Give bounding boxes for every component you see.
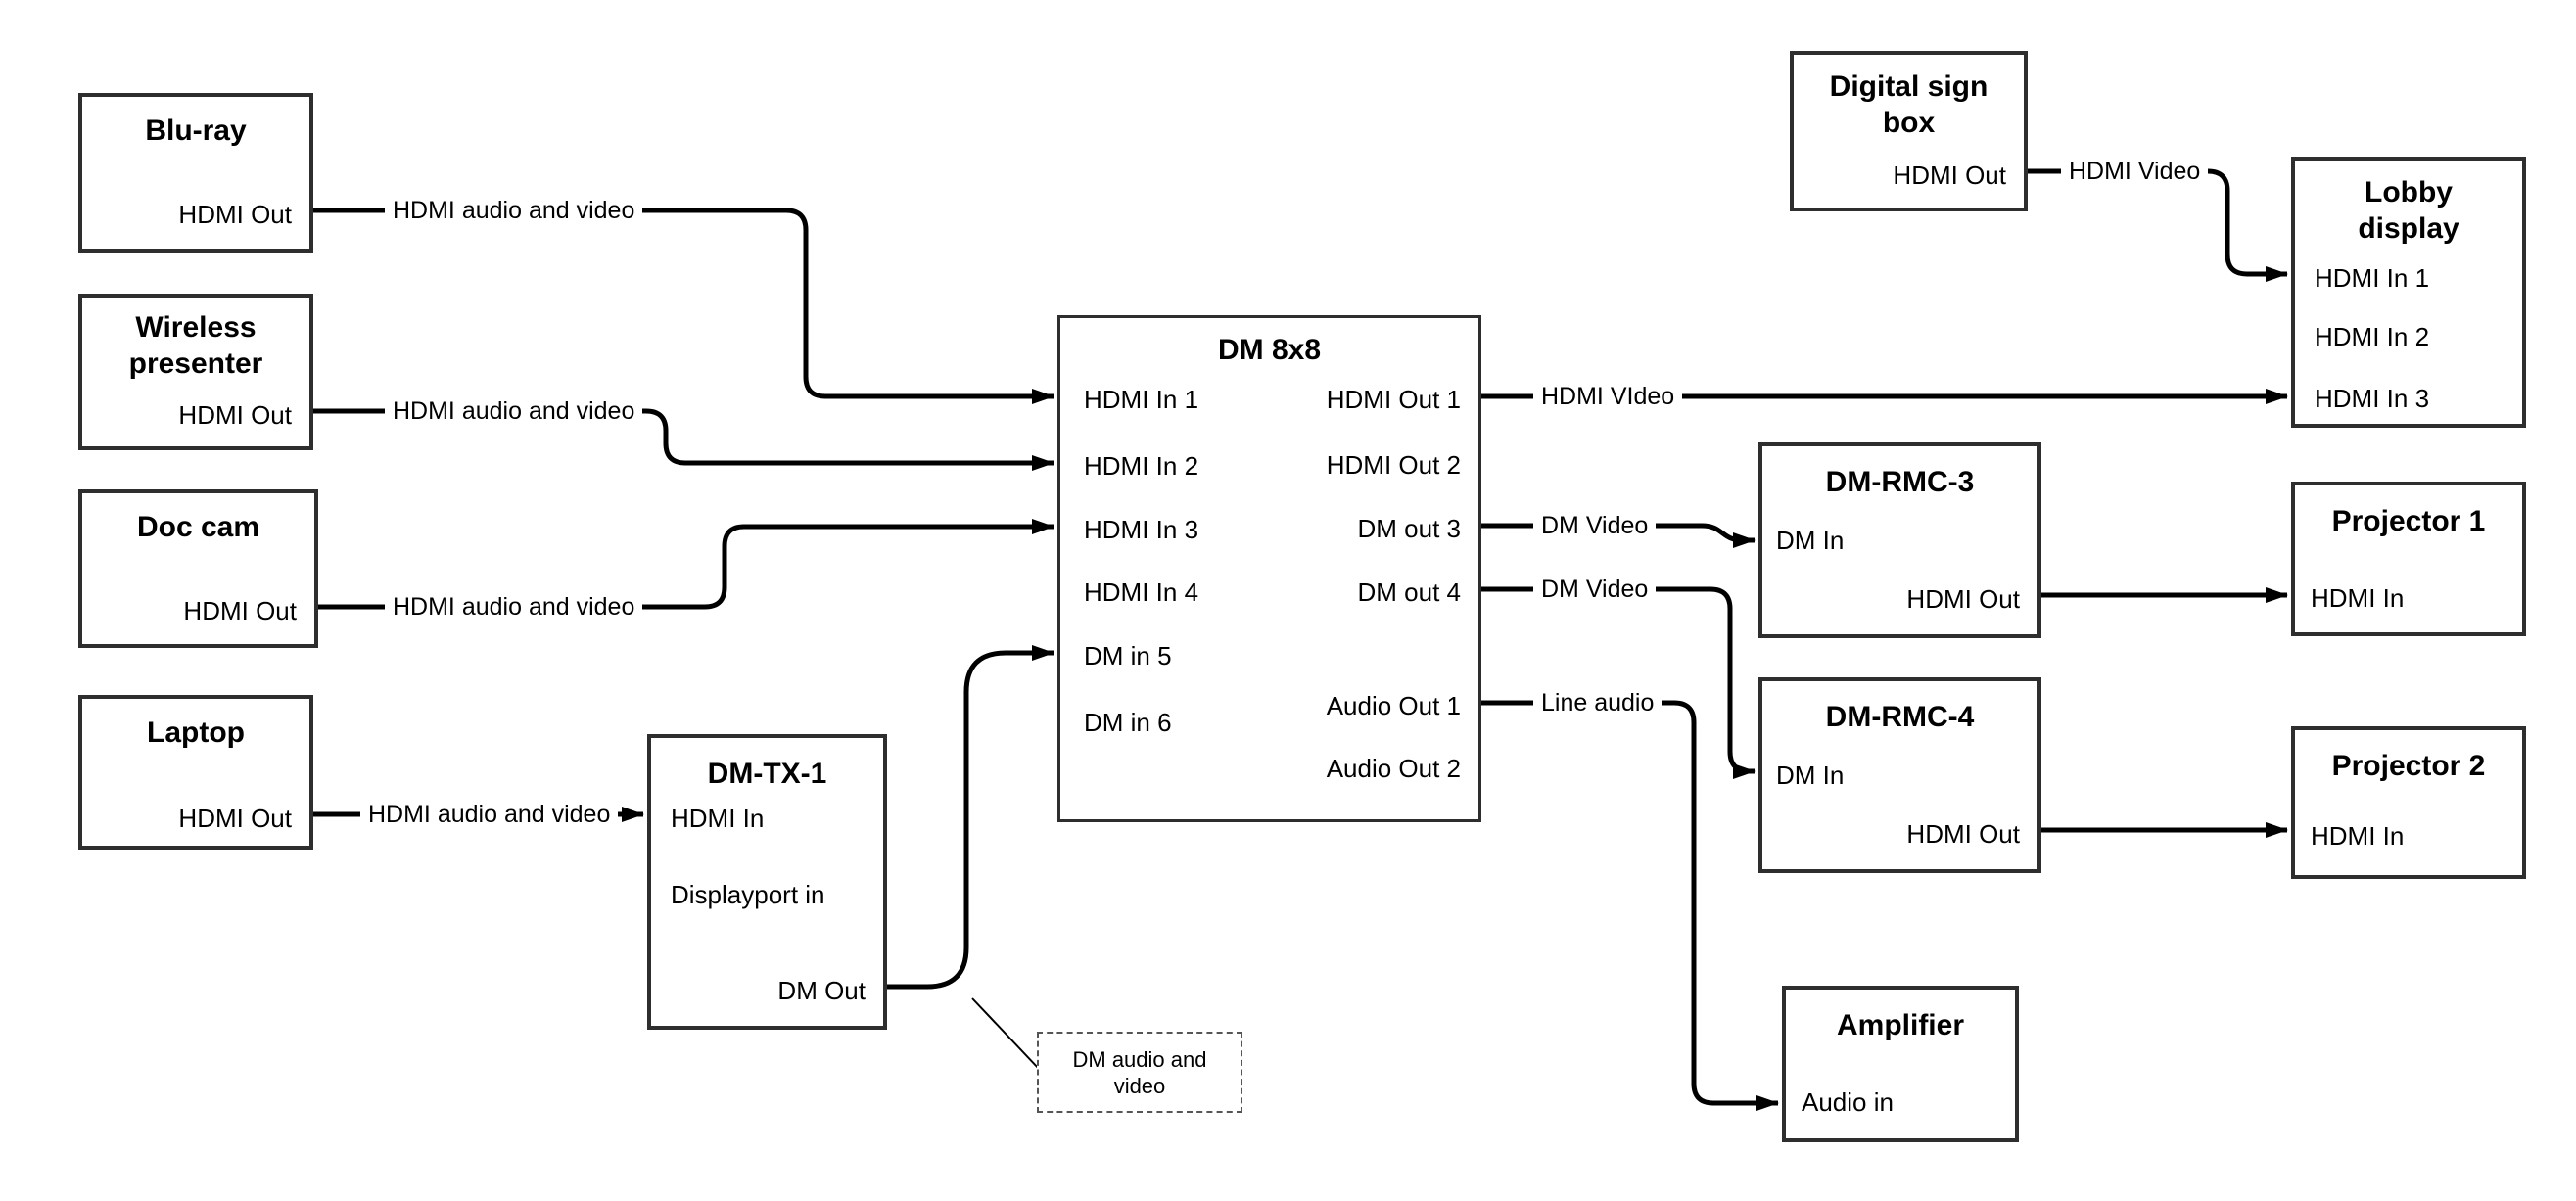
node-dm-tx-1: DM-TX-1 HDMI In Displayport in DM Out (647, 734, 887, 1030)
port-hdmi-in-3: HDMI In 3 (1084, 515, 1199, 544)
edge-label-audio-out1: Line audio (1533, 687, 1663, 718)
port-hdmi-out-2: HDMI Out 2 (1326, 450, 1461, 480)
port-dm-in: DM In (1776, 761, 1845, 790)
port-hdmi-out: HDMI Out (1893, 161, 2006, 190)
port-hdmi-out: HDMI Out (178, 200, 292, 229)
node-dm-8x8: DM 8x8 HDMI In 1 HDMI In 2 HDMI In 3 HDM… (1057, 315, 1481, 822)
port-hdmi-in-1: HDMI In 1 (1084, 385, 1199, 414)
node-title: DM 8x8 (1217, 334, 1322, 366)
port-audio-in: Audio in (1802, 1087, 1894, 1117)
connector-dmtx1-to-dm8x8-in5 (887, 645, 1054, 990)
edge-label-bluray: HDMI audio and video (385, 195, 643, 226)
node-title: Lobby display (2358, 176, 2459, 245)
port-hdmi-out: HDMI Out (183, 596, 297, 625)
port-hdmi-in-4: HDMI In 4 (1084, 577, 1199, 607)
edge-label-digsign: HDMI Video (2061, 156, 2209, 187)
edge-label-wireless: HDMI audio and video (385, 395, 643, 427)
node-wireless-presenter: Wireless presenter HDMI Out (78, 294, 313, 450)
node-title: Digital sign box (1829, 70, 1989, 139)
port-hdmi-in-2: HDMI In 2 (2315, 322, 2430, 351)
node-title: Amplifier (1836, 1009, 1965, 1041)
connector-dm8x8-aout1-to-amp (1481, 700, 1779, 1111)
edge-label-doccam: HDMI audio and video (385, 591, 643, 623)
port-dm-in-6: DM in 6 (1084, 708, 1172, 737)
port-audio-out-2: Audio Out 2 (1326, 754, 1461, 783)
edge-label-dm-out3: DM Video (1533, 510, 1657, 541)
edge-label-hdmi-out1: HDMI VIdeo (1533, 381, 1683, 412)
port-hdmi-in: HDMI In (2311, 583, 2405, 613)
node-blu-ray: Blu-ray HDMI Out (78, 93, 313, 253)
port-hdmi-in: HDMI In (2311, 821, 2405, 851)
connector-bluray-to-dm8x8-in1 (313, 208, 1054, 404)
node-laptop: Laptop HDMI Out (78, 695, 313, 850)
port-hdmi-out: HDMI Out (178, 804, 292, 833)
node-amplifier: Amplifier Audio in (1782, 986, 2019, 1142)
node-projector-2: Projector 2 HDMI In (2291, 726, 2526, 879)
port-hdmi-in-2: HDMI In 2 (1084, 451, 1199, 481)
edge-label-laptop: HDMI audio and video (360, 799, 619, 830)
callout-leader-line (971, 997, 1041, 1071)
node-projector-1: Projector 1 HDMI In (2291, 482, 2526, 636)
node-title: Projector 1 (2331, 505, 2486, 537)
node-lobby-display: Lobby display HDMI In 1 HDMI In 2 HDMI I… (2291, 157, 2526, 428)
port-dm-out-3: DM out 3 (1357, 514, 1462, 543)
port-hdmi-out: HDMI Out (1906, 584, 2020, 614)
port-displayport-in: Displayport in (671, 880, 825, 909)
port-dm-out: DM Out (777, 976, 866, 1005)
callout-dm-audio-video: DM audio and video (1037, 1032, 1242, 1113)
port-audio-out-1: Audio Out 1 (1326, 691, 1461, 720)
node-title: DM-RMC-3 (1825, 466, 1975, 498)
node-title: Laptop (147, 716, 245, 749)
node-title: Doc cam (136, 511, 260, 543)
port-hdmi-out: HDMI Out (178, 400, 292, 430)
port-dm-in: DM In (1776, 526, 1845, 555)
port-hdmi-in-3: HDMI In 3 (2315, 384, 2430, 413)
port-dm-in-5: DM in 5 (1084, 641, 1172, 670)
edge-label-dm-out4: DM Video (1533, 574, 1657, 605)
port-hdmi-in: HDMI In (671, 804, 765, 833)
node-title: Projector 2 (2331, 750, 2486, 782)
node-dm-rmc-3: DM-RMC-3 DM In HDMI Out (1758, 442, 2041, 638)
node-doc-cam: Doc cam HDMI Out (78, 489, 318, 648)
node-title: Blu-ray (145, 115, 247, 147)
node-digital-sign-box: Digital sign box HDMI Out (1790, 51, 2028, 211)
connector-dm8x8-out4-to-rmc4 (1481, 586, 1756, 779)
port-hdmi-out: HDMI Out (1906, 819, 2020, 849)
node-title: Wireless presenter (128, 311, 263, 380)
port-hdmi-in-1: HDMI In 1 (2315, 263, 2430, 293)
node-title: DM-TX-1 (707, 758, 827, 790)
node-dm-rmc-4: DM-RMC-4 DM In HDMI Out (1758, 677, 2041, 873)
port-dm-out-4: DM out 4 (1357, 577, 1462, 607)
port-hdmi-out-1: HDMI Out 1 (1326, 385, 1461, 414)
callout-text: DM audio and video (1072, 1046, 1207, 1098)
node-title: DM-RMC-4 (1825, 701, 1975, 733)
